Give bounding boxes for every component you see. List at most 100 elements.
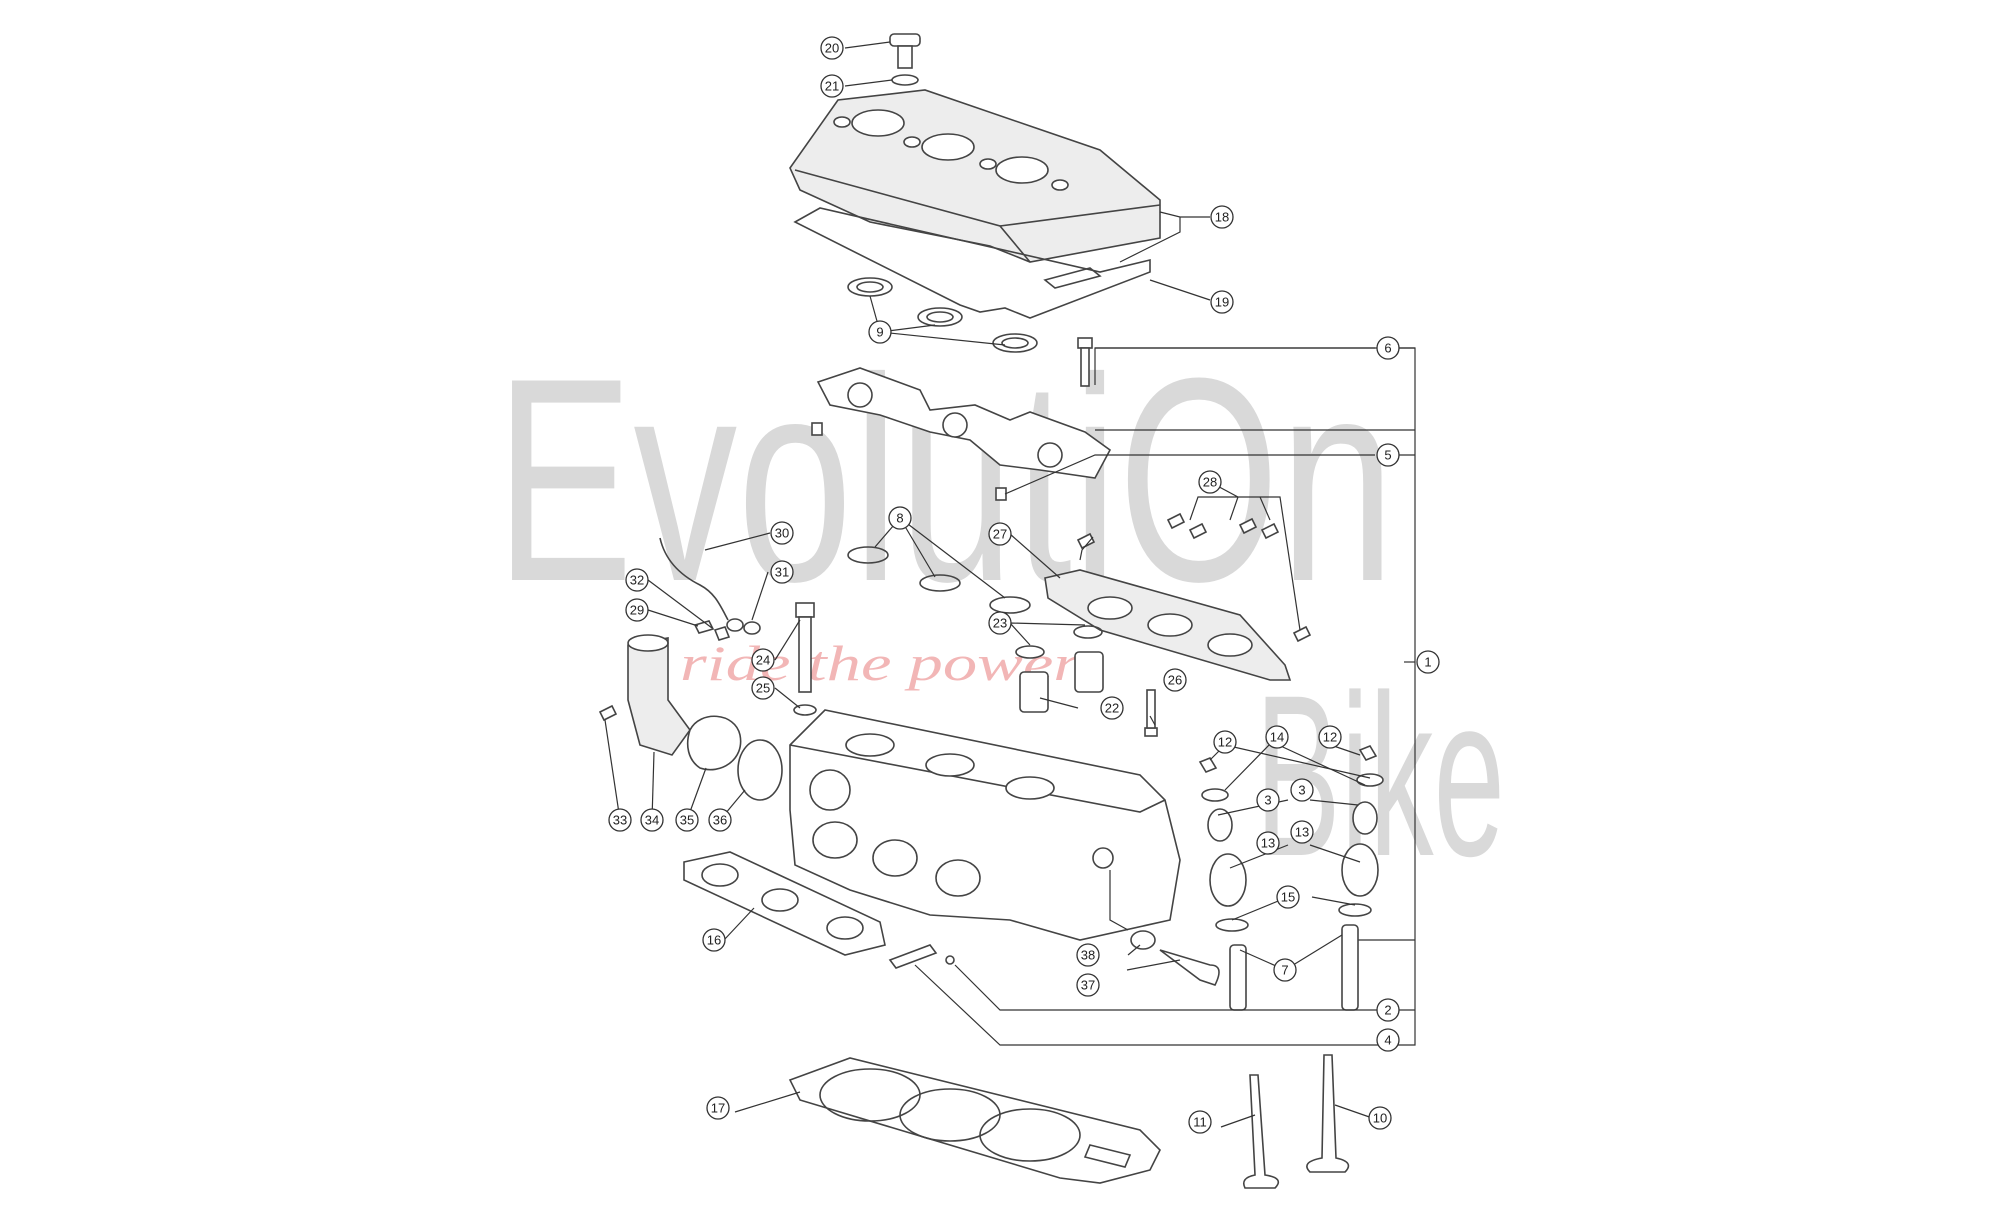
callout-28: 36: [708, 808, 732, 832]
svg-text:22: 22: [1105, 701, 1119, 716]
part-cam-carrier: [811, 367, 1112, 501]
svg-text:12: 12: [1323, 730, 1337, 745]
callout-30: 26: [1163, 668, 1187, 692]
svg-text:36: 36: [713, 813, 727, 828]
callout-13-left: 13: [1256, 831, 1280, 855]
callout-34: 30: [770, 521, 794, 545]
callout-16: 16: [702, 928, 726, 952]
svg-text:13: 13: [1295, 825, 1309, 840]
svg-text:37: 37: [1081, 978, 1095, 993]
svg-text:12: 12: [1218, 735, 1232, 750]
part-intake-flange: [1044, 569, 1292, 681]
svg-text:1: 1: [1424, 655, 1431, 670]
callout-1: 1: [1416, 650, 1440, 674]
callout-3-left: 3: [1256, 788, 1280, 812]
svg-text:10: 10: [1373, 1111, 1387, 1126]
callout-5: 5: [1376, 443, 1400, 467]
callout-26: 35: [675, 808, 699, 832]
svg-text:9: 9: [876, 325, 883, 340]
svg-text:16: 16: [707, 933, 721, 948]
callout-18: 24: [751, 648, 775, 672]
svg-text:6: 6: [1384, 341, 1391, 356]
callout-3-right: 3: [1290, 778, 1314, 802]
callout-23: 19: [1210, 290, 1234, 314]
svg-text:15: 15: [1281, 890, 1295, 905]
part-cap-bolt: [889, 33, 921, 86]
part-breather-pipe: [659, 537, 761, 641]
callout-21: 23: [988, 611, 1012, 635]
part-long-bolt: [1077, 337, 1093, 387]
part-thermostat-housing: [598, 634, 783, 801]
svg-text:26: 26: [1168, 673, 1182, 688]
callout-17: 17: [706, 1096, 730, 1120]
callout-29: 33: [608, 808, 632, 832]
svg-text:23: 23: [993, 616, 1007, 631]
svg-text:8: 8: [896, 511, 903, 526]
svg-text:5: 5: [1384, 448, 1391, 463]
svg-text:28: 28: [1203, 475, 1217, 490]
part-valve-cover: [789, 89, 1161, 289]
part-cover-gasket: [793, 207, 1151, 319]
svg-text:2: 2: [1384, 1003, 1391, 1018]
svg-text:32: 32: [630, 573, 644, 588]
part-stud-bolt: [793, 602, 817, 716]
svg-text:19: 19: [1215, 295, 1229, 310]
part-bolt-set: [1076, 512, 1312, 643]
svg-text:30: 30: [775, 526, 789, 541]
svg-text:29: 29: [630, 603, 644, 618]
callout-25: 21: [820, 74, 844, 98]
svg-text:24: 24: [756, 653, 770, 668]
svg-text:35: 35: [680, 813, 694, 828]
callout-2: 2: [1376, 998, 1400, 1022]
callout-9: 9: [868, 320, 892, 344]
part-valves: [1242, 1054, 1350, 1189]
callout-layer: 20 21 18 19 9 6 5 28 8 27 30 31 32 29 23…: [608, 36, 1440, 1134]
watermark-line1: EvolutiOn: [495, 318, 1395, 642]
callout-14: 14: [1265, 725, 1289, 749]
callout-20: 22: [1100, 696, 1124, 720]
callout-12-left: 12: [1213, 730, 1237, 754]
callout-37: 37: [1076, 973, 1100, 997]
callout-31: 27: [988, 522, 1012, 546]
svg-text:17: 17: [711, 1101, 725, 1116]
callout-11: 11: [1188, 1110, 1212, 1134]
svg-text:7: 7: [1281, 963, 1288, 978]
callout-10: 10: [1368, 1106, 1392, 1130]
callout-35: 31: [770, 560, 794, 584]
svg-text:25: 25: [756, 681, 770, 696]
callout-38: 38: [1076, 943, 1100, 967]
part-dowels: [888, 944, 955, 969]
svg-text:14: 14: [1270, 730, 1284, 745]
svg-text:18: 18: [1215, 210, 1229, 225]
callout-24: 20: [820, 36, 844, 60]
svg-text:31: 31: [775, 565, 789, 580]
svg-text:38: 38: [1081, 948, 1095, 963]
part-sleeves: [1015, 625, 1104, 713]
callout-6: 6: [1376, 336, 1400, 360]
svg-text:13: 13: [1261, 836, 1275, 851]
callout-13-right: 13: [1290, 820, 1314, 844]
part-head-gasket: [788, 1057, 1161, 1184]
callout-32: 28: [1198, 470, 1222, 494]
svg-text:34: 34: [645, 813, 659, 828]
callout-36: 32: [625, 568, 649, 592]
part-exhaust-gasket: [683, 851, 886, 956]
part-tube-seals: [847, 546, 1031, 614]
svg-text:3: 3: [1298, 783, 1305, 798]
part-cylinder-head: [789, 709, 1181, 941]
callout-33: 29: [625, 598, 649, 622]
watermark-tagline: ride the power: [680, 635, 1081, 691]
part-small-bolt: [1144, 689, 1158, 737]
svg-text:27: 27: [993, 527, 1007, 542]
callout-15: 15: [1276, 885, 1300, 909]
callout-22: 18: [1210, 205, 1234, 229]
svg-text:11: 11: [1193, 1115, 1207, 1130]
svg-text:4: 4: [1384, 1033, 1391, 1048]
callout-8: 8: [888, 506, 912, 530]
callout-27: 34: [640, 808, 664, 832]
svg-text:33: 33: [613, 813, 627, 828]
svg-text:20: 20: [825, 41, 839, 56]
svg-text:3: 3: [1264, 793, 1271, 808]
